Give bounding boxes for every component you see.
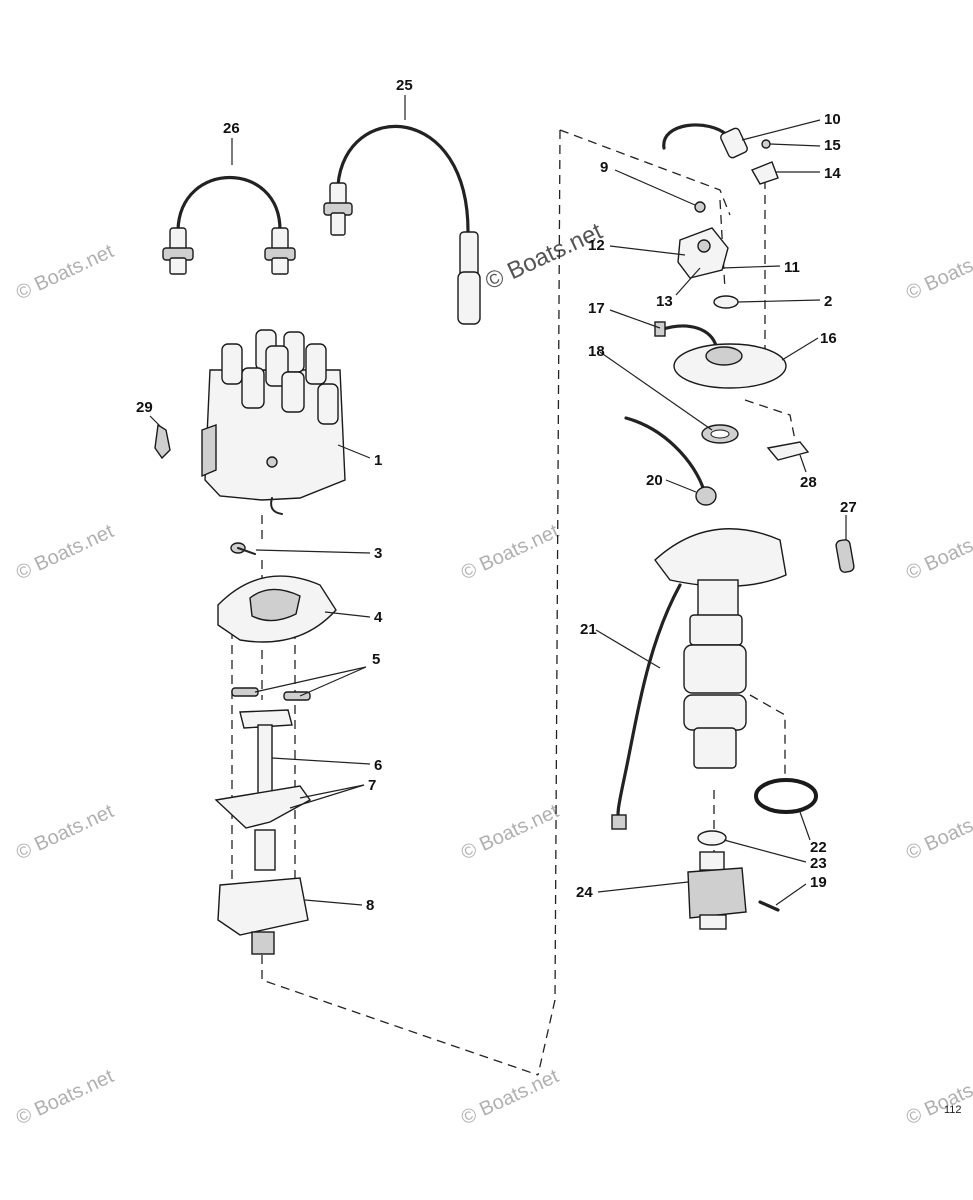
part-23-washer bbox=[697, 830, 727, 846]
callout-7: 7 bbox=[368, 777, 376, 794]
part-15-screw bbox=[761, 139, 771, 149]
callout-6: 6 bbox=[374, 757, 382, 774]
part-18-bearing bbox=[701, 424, 739, 444]
watermark: © Boats.net bbox=[903, 1065, 973, 1129]
assembly-dashed-lines bbox=[231, 129, 796, 1076]
part-19-roll-pin bbox=[758, 900, 780, 912]
watermark: © Boats.net bbox=[458, 520, 563, 584]
watermark: © Boats.net bbox=[903, 240, 973, 304]
callout-23: 23 bbox=[810, 855, 827, 872]
callout-8: 8 bbox=[366, 897, 374, 914]
watermarks: © Boats.net © Boats.net © Boats.net © Bo… bbox=[13, 218, 973, 1130]
callout-14: 14 bbox=[824, 165, 841, 182]
part-2-washer bbox=[713, 295, 739, 309]
part-24-drive-gear bbox=[687, 851, 747, 930]
part-22-o-ring bbox=[754, 778, 818, 814]
watermark: © Boats.net bbox=[458, 1065, 563, 1129]
callout-28: 28 bbox=[800, 474, 817, 491]
part-25-spark-plug-wire-long bbox=[323, 124, 481, 325]
callout-17: 17 bbox=[588, 300, 605, 317]
part-17-primary-lead bbox=[654, 321, 718, 348]
callout-19: 19 bbox=[810, 874, 827, 891]
part-8-housing-plate bbox=[217, 829, 309, 955]
part-16-breaker-plate bbox=[673, 343, 787, 389]
page-number: 112 bbox=[944, 1104, 962, 1116]
watermark: © Boats.net bbox=[458, 800, 563, 864]
callout-9: 9 bbox=[600, 159, 608, 176]
callout-2: 2 bbox=[824, 293, 832, 310]
part-29-clip bbox=[154, 423, 171, 460]
watermark: © Boats.net bbox=[13, 520, 118, 584]
part-27-spring bbox=[835, 539, 855, 573]
watermark: © Boats.net bbox=[903, 520, 973, 584]
callout-29: 29 bbox=[136, 399, 153, 416]
callout-5: 5 bbox=[372, 651, 380, 668]
part-10-condenser bbox=[662, 123, 748, 159]
callout-3: 3 bbox=[374, 545, 382, 562]
part-7-weight-plate bbox=[214, 785, 312, 829]
part-3-screw bbox=[230, 542, 256, 555]
callout-4: 4 bbox=[374, 609, 383, 626]
watermark: © Boats.net bbox=[903, 800, 973, 864]
watermark: © Boats.net bbox=[13, 800, 118, 864]
part-28-link bbox=[766, 441, 810, 461]
leader-lines bbox=[149, 95, 847, 906]
callout-labels: 1 2 3 4 5 6 7 8 9 10 11 12 13 14 15 16 1… bbox=[136, 77, 857, 914]
callout-25: 25 bbox=[396, 77, 413, 94]
watermark: © Boats.net bbox=[13, 1065, 118, 1129]
part-20-grommet bbox=[624, 416, 717, 506]
callout-11: 11 bbox=[784, 259, 800, 276]
callout-18: 18 bbox=[588, 343, 605, 360]
callout-1: 1 bbox=[374, 452, 382, 469]
part-21-distributor-housing bbox=[611, 528, 787, 830]
part-12-breaker-points bbox=[677, 227, 729, 279]
part-9-screw bbox=[694, 201, 706, 213]
part-5-springs bbox=[231, 687, 311, 701]
callout-15: 15 bbox=[824, 137, 841, 154]
callout-27: 27 bbox=[840, 499, 857, 516]
callout-10: 10 bbox=[824, 111, 841, 128]
callout-22: 22 bbox=[810, 839, 827, 856]
watermark: © Boats.net bbox=[13, 240, 118, 304]
callout-20: 20 bbox=[646, 472, 663, 489]
callout-16: 16 bbox=[820, 330, 837, 347]
part-4-rotor bbox=[217, 575, 337, 643]
callout-12: 12 bbox=[588, 237, 605, 254]
callout-26: 26 bbox=[223, 120, 240, 137]
part-14-bracket bbox=[750, 161, 779, 185]
callout-13: 13 bbox=[656, 293, 673, 310]
callout-21: 21 bbox=[580, 621, 597, 638]
part-26-spark-plug-wire-short bbox=[162, 175, 296, 275]
watermark-main: © Boats.net bbox=[481, 218, 607, 296]
part-1-distributor-cap bbox=[201, 329, 346, 515]
callout-24: 24 bbox=[576, 884, 593, 901]
